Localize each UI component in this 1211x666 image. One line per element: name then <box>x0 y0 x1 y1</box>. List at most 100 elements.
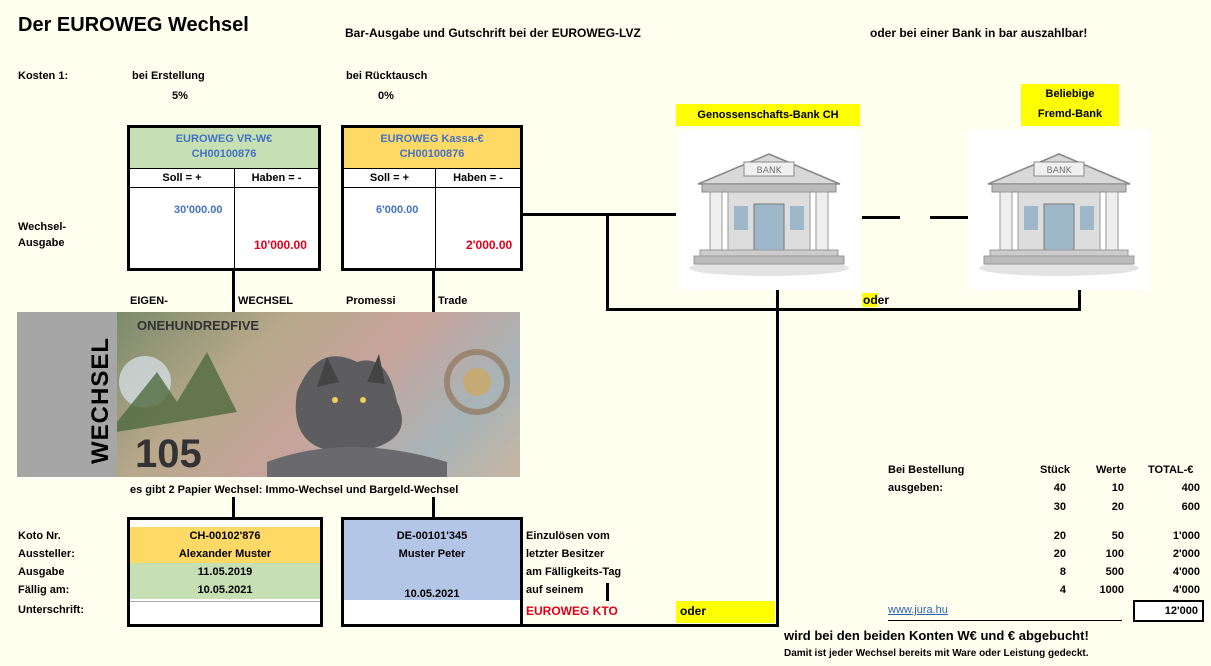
creation-value: 5% <box>172 90 188 102</box>
connector <box>1078 289 1081 311</box>
connector <box>606 583 609 601</box>
banknote: WECHSEL ONEHUNDREDFIVE 105 <box>17 312 520 477</box>
table-cell: 20 <box>1053 548 1066 560</box>
table-cell: 500 <box>1105 566 1124 578</box>
label-promessi: Promessi <box>346 295 396 307</box>
soll-label: Soll = + <box>369 172 410 184</box>
label-eigen: EIGEN- <box>130 295 168 307</box>
account-vr-number: CH00100876 <box>191 148 257 160</box>
connector <box>776 289 779 309</box>
paper-note: es gibt 2 Papier Wechsel: Immo-Wechsel u… <box>130 484 459 496</box>
connector <box>232 497 235 517</box>
connector <box>606 215 609 310</box>
form-right-bg <box>344 520 520 600</box>
account-vr-header: EUROWEG VR-W€ CH00100876 <box>130 128 318 168</box>
table-cell: 1000 <box>1099 584 1124 596</box>
form-label-faellig: Fällig am: <box>18 584 70 596</box>
banknote-vertical-text: WECHSEL <box>87 337 114 464</box>
account-vr-haben-value: 10'000.00 <box>254 238 307 252</box>
form-label-aussteller: Aussteller: <box>18 548 75 560</box>
account-vr: EUROWEG VR-W€ CH00100876 Soll = + Haben … <box>127 125 321 271</box>
account-kassa-name: EUROWEG Kassa-€ <box>380 133 484 145</box>
bank2-label-line2: Fremd-Bank <box>1037 108 1103 120</box>
haben-label: Haben = - <box>251 172 302 184</box>
bank2-label: Beliebige Fremd-Bank <box>1021 84 1119 126</box>
total-cell: 12'000 <box>1133 600 1204 622</box>
signature-field[interactable] <box>344 602 520 624</box>
table-cell: 100 <box>1105 548 1124 560</box>
exchange-label: bei Rücktausch <box>346 70 428 82</box>
table-cell: 20 <box>1053 530 1066 542</box>
costs-label: Kosten 1: <box>18 70 69 82</box>
form-right: DE-00101'345 Muster Peter 10.05.2021 <box>341 517 523 627</box>
form-label-unterschrift: Unterschrift: <box>18 604 85 616</box>
table-cell: 400 <box>1181 482 1200 494</box>
header-werte: Werte <box>1096 464 1127 476</box>
footer-line-1: wird bei den beiden Konten W€ und € abge… <box>784 628 1089 643</box>
table-cell: 4'000 <box>1172 566 1200 578</box>
note-line-1: Einzulösen vom <box>526 530 610 542</box>
bank2-image: BANK <box>968 130 1150 290</box>
euroweg-kto-label: EUROWEG KTO <box>526 604 618 618</box>
form-right-name: Muster Peter <box>398 548 466 560</box>
wolf-icon <box>117 349 510 477</box>
account-kassa-soll-value: 6'000.00 <box>376 204 419 216</box>
signature-field[interactable] <box>130 602 320 624</box>
bank-sign: BANK <box>757 166 783 176</box>
form-label-kto: Koto Nr. <box>18 530 61 542</box>
account-kassa-header: EUROWEG Kassa-€ CH00100876 <box>344 128 520 168</box>
bank-building-icon: BANK <box>979 153 1139 276</box>
note-line-2: letzter Besitzer <box>526 548 605 560</box>
header-stueck: Stück <box>1040 464 1070 476</box>
exchange-value: 0% <box>378 90 394 102</box>
label-wechsel: WECHSEL <box>238 295 293 307</box>
table-cell: 600 <box>1181 501 1200 513</box>
header-total: TOTAL-€ <box>1148 464 1194 476</box>
table-cell: 2'000 <box>1172 548 1200 560</box>
connector <box>522 213 676 216</box>
jura-link[interactable]: www.jura.hu <box>888 604 948 616</box>
form-left: CH-00102'876 Alexander Muster 11.05.2019… <box>127 517 323 627</box>
table-cell: 10 <box>1111 482 1124 494</box>
connector <box>432 270 435 312</box>
note-line-3: am Fälligkeits-Tag <box>526 566 622 578</box>
banknote-image <box>117 312 520 477</box>
note-line-4: auf seinem <box>526 584 584 596</box>
bank2-label-line1: Beliebige <box>1045 88 1095 100</box>
form-left-due: 10.05.2021 <box>130 581 320 599</box>
connector <box>862 216 900 219</box>
table-cell: 20 <box>1111 501 1124 513</box>
account-kassa-haben-value: 2'000.00 <box>466 238 513 252</box>
divider <box>888 620 1122 621</box>
form-right-kto: DE-00101'345 <box>396 530 468 542</box>
connector <box>930 216 968 219</box>
table-cell: 50 <box>1111 530 1124 542</box>
connector <box>606 308 1081 311</box>
bank-oder-label: oder <box>863 293 890 307</box>
form-left-kto: CH-00102'876 <box>130 527 320 545</box>
bank1-label: Genossenschafts-Bank CH <box>676 104 860 126</box>
connector <box>776 308 779 626</box>
connector <box>520 624 779 627</box>
account-kassa: EUROWEG Kassa-€ CH00100876 Soll = + Habe… <box>341 125 523 271</box>
soll-label: Soll = + <box>162 172 202 184</box>
bank-building-icon: BANK <box>689 153 849 276</box>
account-vr-soll-value: 30'000.00 <box>174 204 223 216</box>
banknote-top-text: ONEHUNDREDFIVE <box>137 318 260 333</box>
bank-sign: BANK <box>1047 166 1073 176</box>
footer-line-2: Damit ist jeder Wechsel bereits mit Ware… <box>784 648 1089 659</box>
page-title: Der EUROWEG Wechsel <box>18 14 249 36</box>
connector <box>232 270 235 312</box>
bank1-image: BANK <box>678 130 860 290</box>
form-right-due: 10.05.2021 <box>404 588 460 600</box>
table-cell: 4 <box>1059 584 1066 596</box>
table-cell: 1'000 <box>1172 530 1200 542</box>
haben-label: Haben = - <box>453 172 503 184</box>
table-cell: 4'000 <box>1172 584 1200 596</box>
table-cell: 8 <box>1059 566 1066 578</box>
connector <box>432 497 435 517</box>
oder-highlight <box>676 601 775 623</box>
form-left-name: Alexander Muster <box>130 545 320 563</box>
account-kassa-number: CH00100876 <box>399 148 465 160</box>
form-oder-label: oder <box>680 604 707 618</box>
